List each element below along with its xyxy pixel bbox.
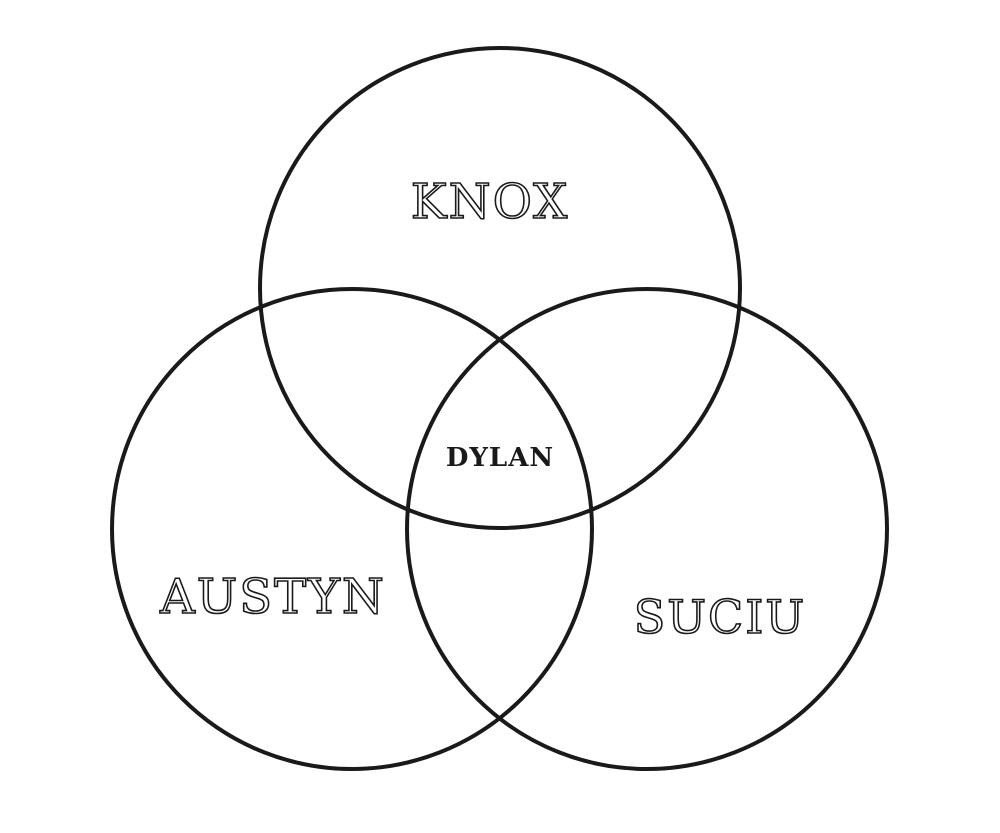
label-austyn: AUSTYN bbox=[159, 569, 386, 625]
circle-knox bbox=[258, 46, 742, 530]
circle-austyn bbox=[110, 287, 594, 771]
label-dylan: DYLAN bbox=[446, 443, 554, 473]
label-suciu: SUCIU bbox=[634, 590, 806, 644]
circle-suciu bbox=[405, 287, 889, 771]
label-knox: KNOX bbox=[411, 174, 570, 230]
